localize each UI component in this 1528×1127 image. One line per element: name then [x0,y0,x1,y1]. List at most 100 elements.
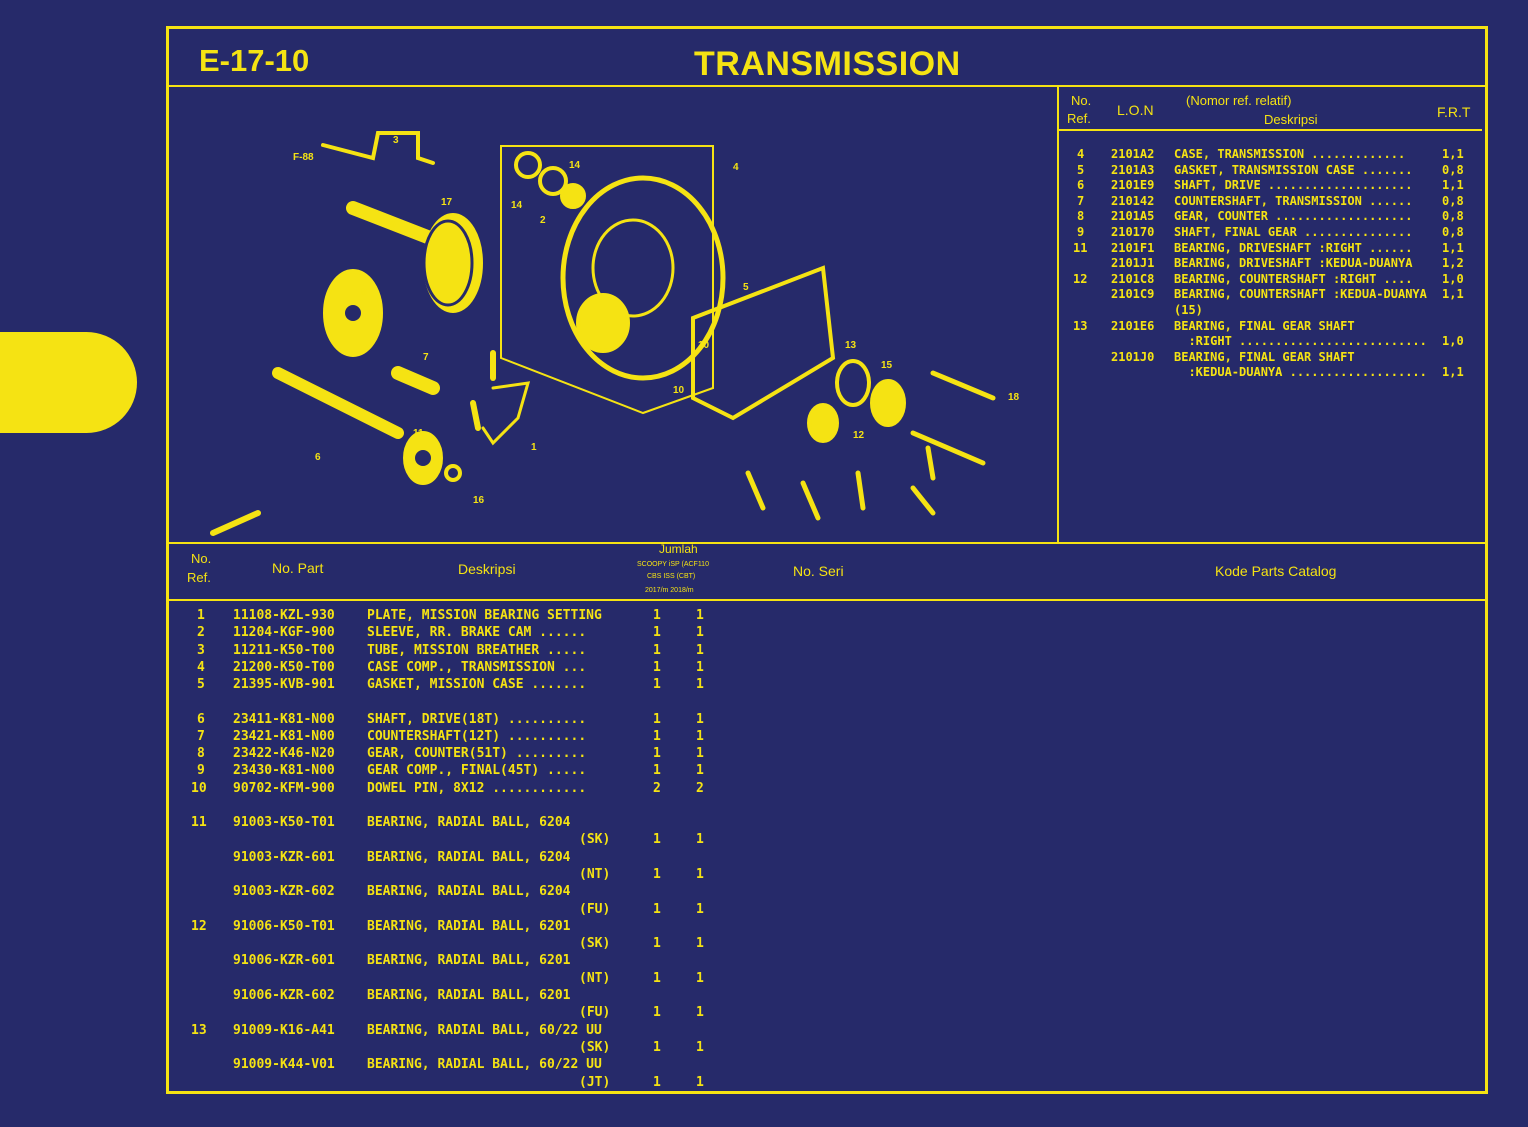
part-number: 11204-KGF-900 [233,625,335,641]
lon-code: 2101C9 [1111,287,1155,302]
part-number: 23430-K81-N00 [233,763,335,779]
part-ref: 1 [197,608,205,623]
part-number: 91009-K44-V01 [233,1057,335,1073]
part-number: 91003-KZR-602 [233,884,335,900]
section-tab[interactable] [0,332,137,433]
callout-6: 6 [315,452,321,463]
callout-15: 15 [881,360,893,371]
part-number: 91006-K50-T01 [233,918,335,934]
lon-h-ref: Ref. [1067,111,1091,126]
lon-code: 2101A5 [1111,209,1155,224]
part-qty-2018: 2 [696,780,704,796]
part-ref: 13 [191,1022,207,1038]
part-number: 23411-K81-N00 [233,711,335,727]
parts-h-qty: Jumlah [659,542,698,556]
part-qty-2018: 1 [696,1074,704,1090]
lon-desc: SHAFT, FINAL GEAR ............... [1174,225,1413,239]
lon-frt: 1,0 [1442,271,1464,286]
parts-h-models1: SCOOPY iSP (ACF110 [637,561,709,568]
part-number: 11211-K50-T00 [233,642,335,658]
part-qty-2017: 1 [653,970,661,986]
part-variant: (SK) [579,832,611,848]
part-desc: BEARING, RADIAL BALL, 6204 [367,815,571,830]
part-qty-2017: 1 [653,1039,661,1055]
callout-13: 13 [845,340,857,351]
part-qty-2017: 1 [653,866,661,882]
part-number: 11108-KZL-930 [233,608,335,623]
part-ref: 4 [197,659,205,675]
part-desc: BEARING, RADIAL BALL, 60/22 UU [367,1057,602,1073]
part-qty-2018: 1 [696,866,704,882]
part-desc: COUNTERSHAFT(12T) .......... [367,728,587,744]
part-variant: (SK) [579,936,611,952]
part-desc: TUBE, MISSION BREATHER ..... [367,642,587,658]
parts-h-no: No. [191,551,212,566]
part-desc: BEARING, RADIAL BALL, 6201 [367,953,571,969]
lon-ref: 8 [1077,209,1085,224]
lon-desc: COUNTERSHAFT, TRANSMISSION ...... [1174,193,1413,208]
part-ref: 3 [197,642,205,658]
part-qty-2017: 1 [653,677,661,693]
callout-10b: 10 [673,385,685,396]
part-desc: BEARING, RADIAL BALL, 6201 [367,918,571,934]
part-qty-2018: 1 [696,677,704,693]
parts-h-years: 2017/m 2018/m [645,587,694,594]
lon-h-no: No. [1071,93,1092,108]
lon-frt: 1,1 [1442,365,1464,380]
lon-frt: 0,8 [1442,193,1464,208]
lon-desc: :RIGHT .......................... [1174,334,1427,349]
part-qty-2017: 1 [653,936,661,952]
part-qty-2018: 1 [696,936,704,952]
lon-frt: 1,1 [1442,287,1464,302]
part-ref: 8 [197,746,205,762]
part-number: 91003-KZR-601 [233,849,335,865]
upper-split-line [1057,86,1059,542]
part-ref: 10 [191,780,207,796]
part-ref: 12 [191,918,207,934]
part-variant: (NT) [579,970,611,986]
lon-desc: BEARING, FINAL GEAR SHAFT [1174,318,1355,333]
part-number: 91009-K16-A41 [233,1022,335,1038]
exploded-diagram: 3 F-88 17 2 14 14 9 8 4 5 7 6 10 10 13 1… [210,131,1020,536]
lon-ref: 7 [1077,193,1085,208]
part-variant: (FU) [579,901,611,917]
page-code: E-17-10 [199,43,310,78]
part-qty-2017: 1 [653,1005,661,1021]
lon-code: 2101J1 [1111,256,1155,271]
part-qty-2018: 1 [696,608,704,623]
part-qty-2017: 1 [653,711,661,727]
lon-frt: 1,1 [1442,240,1464,255]
part-qty-2018: 1 [696,659,704,675]
part-qty-2017: 1 [653,832,661,848]
part-desc: CASE COMP., TRANSMISSION ... [367,659,587,675]
callout-14b: 14 [511,200,523,211]
lon-ref: 9 [1077,225,1085,239]
part-ref: 2 [197,625,205,641]
part-qty-2017: 1 [653,763,661,779]
lon-desc: BEARING, DRIVESHAFT :KEDUA-DUANYA [1174,256,1413,271]
part-number: 91006-KZR-601 [233,953,335,969]
part-qty-2018: 1 [696,1005,704,1021]
lon-ref: 4 [1077,147,1085,161]
callout-14a: 14 [569,160,581,171]
part-qty-2017: 1 [653,659,661,675]
part-qty-2018: 1 [696,746,704,762]
part-desc: BEARING, RADIAL BALL, 6204 [367,884,571,900]
callout-9: 9 [390,220,396,231]
part-desc: BEARING, RADIAL BALL, 6201 [367,988,571,1003]
lon-code: 2101A3 [1111,162,1155,177]
lon-desc: BEARING, COUNTERSHAFT :RIGHT .... [1174,271,1413,286]
lon-ref: 6 [1077,178,1085,193]
lon-code: 210142 [1111,193,1155,208]
lon-ref: 12 [1073,271,1088,286]
parts-h-models2: CBS ISS (CBT) [647,573,696,580]
callout-7: 7 [423,352,429,363]
lon-desc: SHAFT, DRIVE .................... [1174,178,1413,193]
part-variant: (NT) [579,866,611,882]
part-number: 23422-K46-N20 [233,746,335,762]
part-qty-2017: 1 [653,746,661,762]
parts-header-line [169,599,1485,601]
diagram-bottom-line [169,542,1485,544]
lon-desc: GASKET, TRANSMISSION CASE ....... [1174,162,1413,177]
lon-desc: CASE, TRANSMISSION ............. [1174,147,1406,161]
